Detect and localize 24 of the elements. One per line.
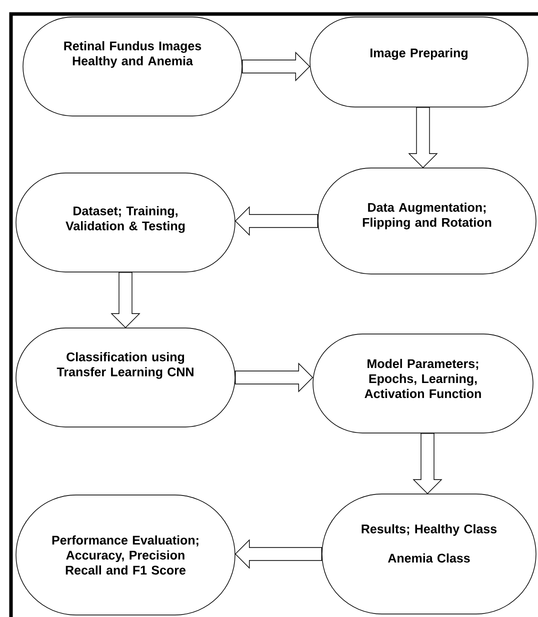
- box-text: Anemia Class: [388, 553, 470, 563]
- box-text: Performance Evaluation; Accuracy, Precision Recall and F1 Score: [52, 535, 198, 575]
- box-text: Results; Healthy Class: [362, 524, 497, 536]
- process-box: [16, 172, 236, 272]
- block-arrow: [235, 362, 314, 392]
- block-arrow: [110, 272, 140, 328]
- box-text: Image Preparing: [370, 48, 468, 60]
- block-arrow: [412, 433, 442, 494]
- block-arrow: [234, 206, 318, 236]
- block-arrow: [408, 107, 438, 168]
- box-text: Data Augmentation; Flipping and Rotation: [362, 202, 492, 230]
- process-box: [16, 328, 236, 428]
- box-text: Dataset; Training, Validation & Testing: [66, 206, 185, 233]
- box-text: Retinal Fundus Images Healthy and Anemia: [64, 41, 202, 68]
- block-arrow: [234, 539, 322, 569]
- process-box: [22, 16, 242, 116]
- box-text: Model Parameters; Epochs, Learning, Activation Function: [364, 358, 481, 398]
- process-box: [312, 334, 534, 434]
- process-box: [322, 494, 536, 614]
- process-box: [310, 16, 528, 108]
- block-arrow: [242, 52, 310, 82]
- process-box: [318, 168, 536, 274]
- process-box: [16, 494, 236, 616]
- box-text: Classification using Transfer Learning CNN: [56, 352, 194, 379]
